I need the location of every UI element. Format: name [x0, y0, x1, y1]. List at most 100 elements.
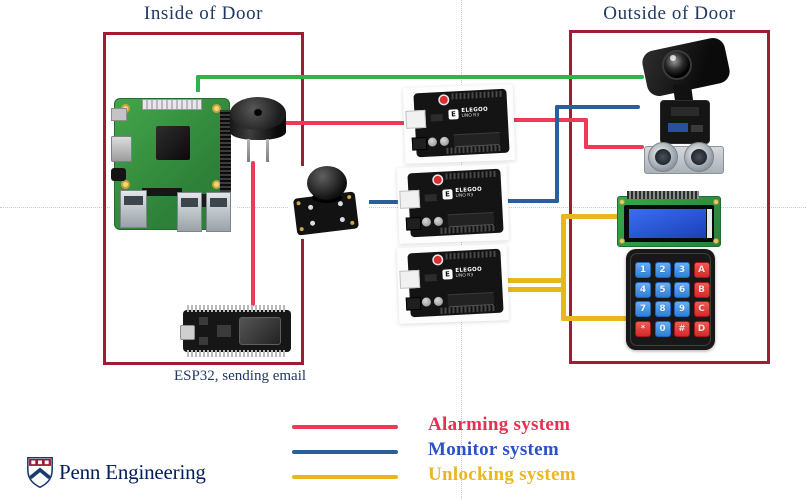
- driver-chip: [691, 125, 703, 132]
- pi-soc-chip: [156, 126, 190, 160]
- elegoo-logo-icon: E: [442, 269, 453, 280]
- lcd-screw: [619, 238, 625, 244]
- keypad-key-C: C: [693, 301, 710, 317]
- uno-pcb: E ELEGOO UNO R3: [399, 168, 504, 238]
- keypad-grid: 1 2 3 A 4 5 6 B 7 8 9 C * 0 # D: [635, 262, 710, 337]
- esp32-chip: [217, 325, 231, 337]
- monitor-line-uno2-right: [486, 199, 559, 203]
- raspberry-pi-ribbon-connector: [142, 99, 202, 110]
- penn-shield-icon: [27, 456, 53, 489]
- esp32-pin-row-top: [187, 305, 287, 312]
- buzzer-pin: [266, 139, 269, 162]
- outside-of-door-box: [569, 30, 770, 364]
- uno-power-jack: [405, 296, 422, 311]
- keypad-key-D: D: [693, 320, 710, 337]
- uno-dip-chip: [447, 212, 495, 227]
- uno-logo-text: ELEGOO UNO R3: [461, 107, 488, 119]
- keypad-key-star: *: [635, 320, 651, 337]
- driver-board: [668, 123, 688, 132]
- green-line-pi-vertical: [196, 75, 200, 98]
- membrane-keypad: 1 2 3 A 4 5 6 B 7 8 9 C * 0 # D: [626, 249, 715, 350]
- pi-mount-hole: [121, 180, 130, 189]
- legend-line-unlocking: [292, 475, 398, 479]
- green-line-pi-to-camera: [196, 75, 644, 79]
- keypad-key-2: 2: [654, 262, 671, 278]
- uno-usb-port: [405, 109, 427, 129]
- uno-capacitor: [433, 296, 444, 307]
- pi-hdmi-port: [111, 136, 132, 162]
- alarming-line-step-down: [584, 118, 588, 149]
- alarming-line-buzzer-to-esp32: [251, 161, 255, 306]
- servo-bracket: [660, 100, 710, 144]
- arduino-uno-3: E ELEGOO UNO R3: [396, 244, 510, 324]
- uno-logo: E ELEGOO UNO R3: [442, 187, 482, 200]
- uno-header-top: [445, 250, 496, 260]
- uno-dip-chip: [453, 132, 501, 147]
- arduino-uno-1: E ELEGOO UNO R3: [402, 84, 516, 164]
- legend-label-alarming: Alarming system: [428, 414, 571, 435]
- joystick-pin: [307, 204, 314, 211]
- uno-capacitor: [439, 136, 450, 147]
- elegoo-logo-icon: E: [448, 109, 459, 120]
- uno-ic: [424, 193, 437, 202]
- monitor-line-to-camera: [555, 105, 640, 109]
- esp32-board: [180, 305, 291, 357]
- joystick-pad: [296, 201, 301, 206]
- legend-line-alarming: [292, 425, 398, 429]
- uno-header-top: [445, 170, 496, 180]
- unlocking-line-to-keypad: [561, 316, 630, 321]
- lcd-pin-header: [627, 191, 699, 199]
- unlocking-line-uno3-lower: [497, 287, 566, 292]
- lcd-screw: [713, 238, 719, 244]
- esp32-usb-port: [180, 325, 195, 340]
- keypad-key-4: 4: [635, 281, 651, 298]
- buzzer-sound-hole: [254, 109, 262, 116]
- alarming-line-uno1-right: [506, 118, 588, 122]
- pi-audio-jack: [111, 168, 126, 181]
- monitor-line-vertical: [555, 105, 559, 203]
- uno-model-text: UNO R3: [461, 112, 480, 119]
- esp32-pin-row-bottom: [187, 350, 287, 357]
- uno-model-text: UNO R3: [455, 192, 474, 199]
- uno-reset-button: [433, 175, 442, 185]
- uno-model-text: UNO R3: [455, 272, 474, 279]
- uno-power-jack: [411, 136, 428, 151]
- pi-usb-port: [206, 192, 231, 232]
- elegoo-logo-icon: E: [442, 189, 453, 200]
- alarming-line-to-ultrasonic: [584, 145, 644, 149]
- uno-usb-port: [399, 189, 421, 209]
- joystick-pad: [346, 194, 352, 200]
- legend-label-unlocking: Unlocking system: [428, 464, 576, 485]
- ultrasonic-mesh: [691, 149, 707, 165]
- lcd-backlight-tab: [707, 209, 712, 238]
- pi-gpio-header: [220, 110, 231, 196]
- uno-reset-button: [433, 255, 442, 265]
- uno-logo-text: ELEGOO UNO R3: [455, 267, 482, 279]
- arduino-uno-2: E ELEGOO UNO R3: [396, 164, 510, 244]
- pi-mount-hole: [212, 104, 221, 113]
- uno-logo-text: ELEGOO UNO R3: [455, 187, 482, 199]
- unlocking-line-vertical: [561, 214, 566, 321]
- servo-horn: [671, 107, 699, 116]
- joystick-module: [292, 166, 366, 236]
- esp32-button: [199, 337, 208, 345]
- keypad-key-7: 7: [635, 301, 651, 317]
- keypad-key-5: 5: [654, 281, 671, 298]
- uno-logo: E ELEGOO UNO R3: [448, 107, 488, 120]
- joystick-pin: [309, 220, 316, 226]
- uno-pcb: E ELEGOO UNO R3: [399, 248, 504, 318]
- buzzer-pin: [247, 139, 250, 162]
- lcd1602-display: [617, 191, 721, 247]
- uno-capacitor: [421, 217, 432, 227]
- esp32-caption: ESP32, sending email: [173, 368, 307, 384]
- uno-reset-button: [439, 95, 448, 105]
- esp32-button: [199, 317, 208, 325]
- keypad-key-8: 8: [654, 301, 671, 317]
- uno-capacitor: [427, 137, 438, 147]
- uno-header-top: [451, 90, 502, 100]
- lcd-screw: [619, 199, 625, 205]
- keypad-key-B: B: [693, 281, 710, 298]
- joystick-cap: [307, 166, 347, 200]
- keypad-key-9: 9: [674, 301, 690, 317]
